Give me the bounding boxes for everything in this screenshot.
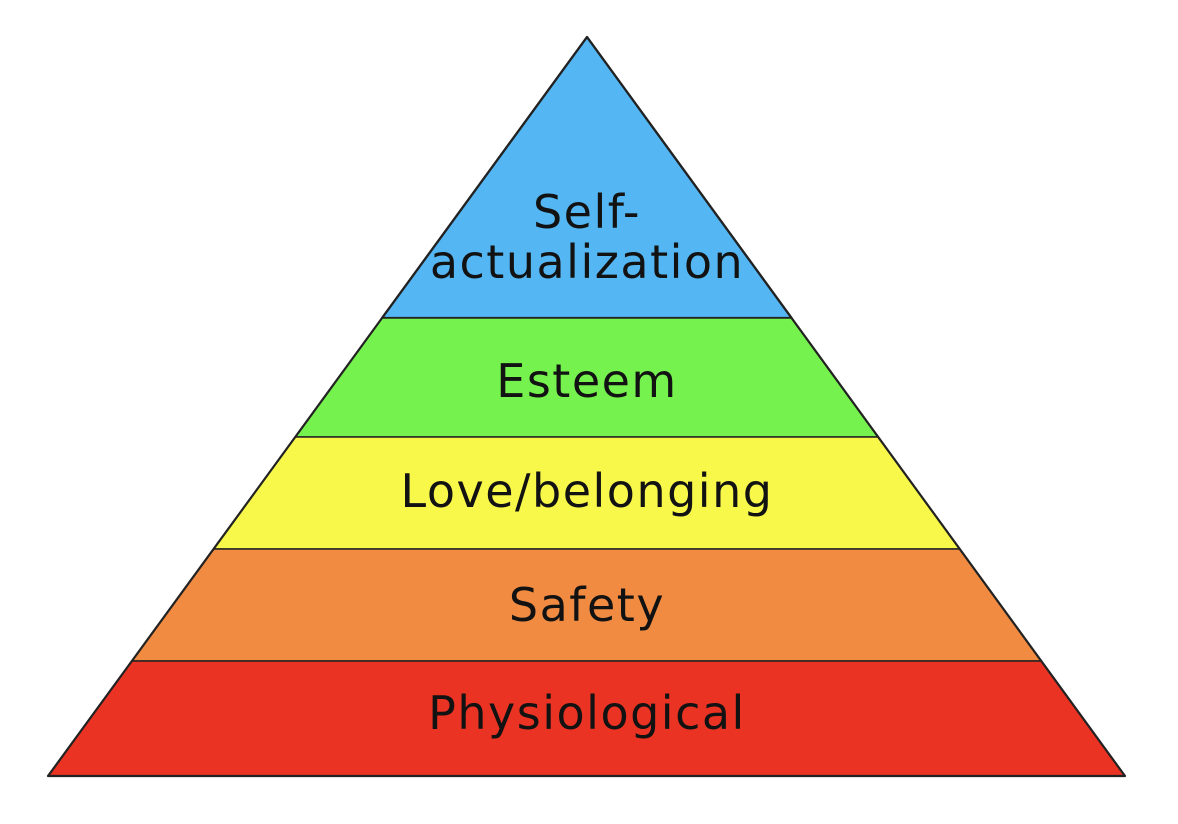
level-label-safety: Safety [509, 578, 665, 632]
level-label-physiological: Physiological [428, 686, 746, 740]
level-label-self-actualization-line2: actualization [430, 235, 744, 289]
pyramid-outline [46, 35, 1127, 778]
level-label-esteem: Esteem [496, 354, 677, 408]
level-label-self-actualization-line1: Self- [533, 185, 641, 239]
level-label-love-belonging: Love/belonging [401, 464, 774, 518]
